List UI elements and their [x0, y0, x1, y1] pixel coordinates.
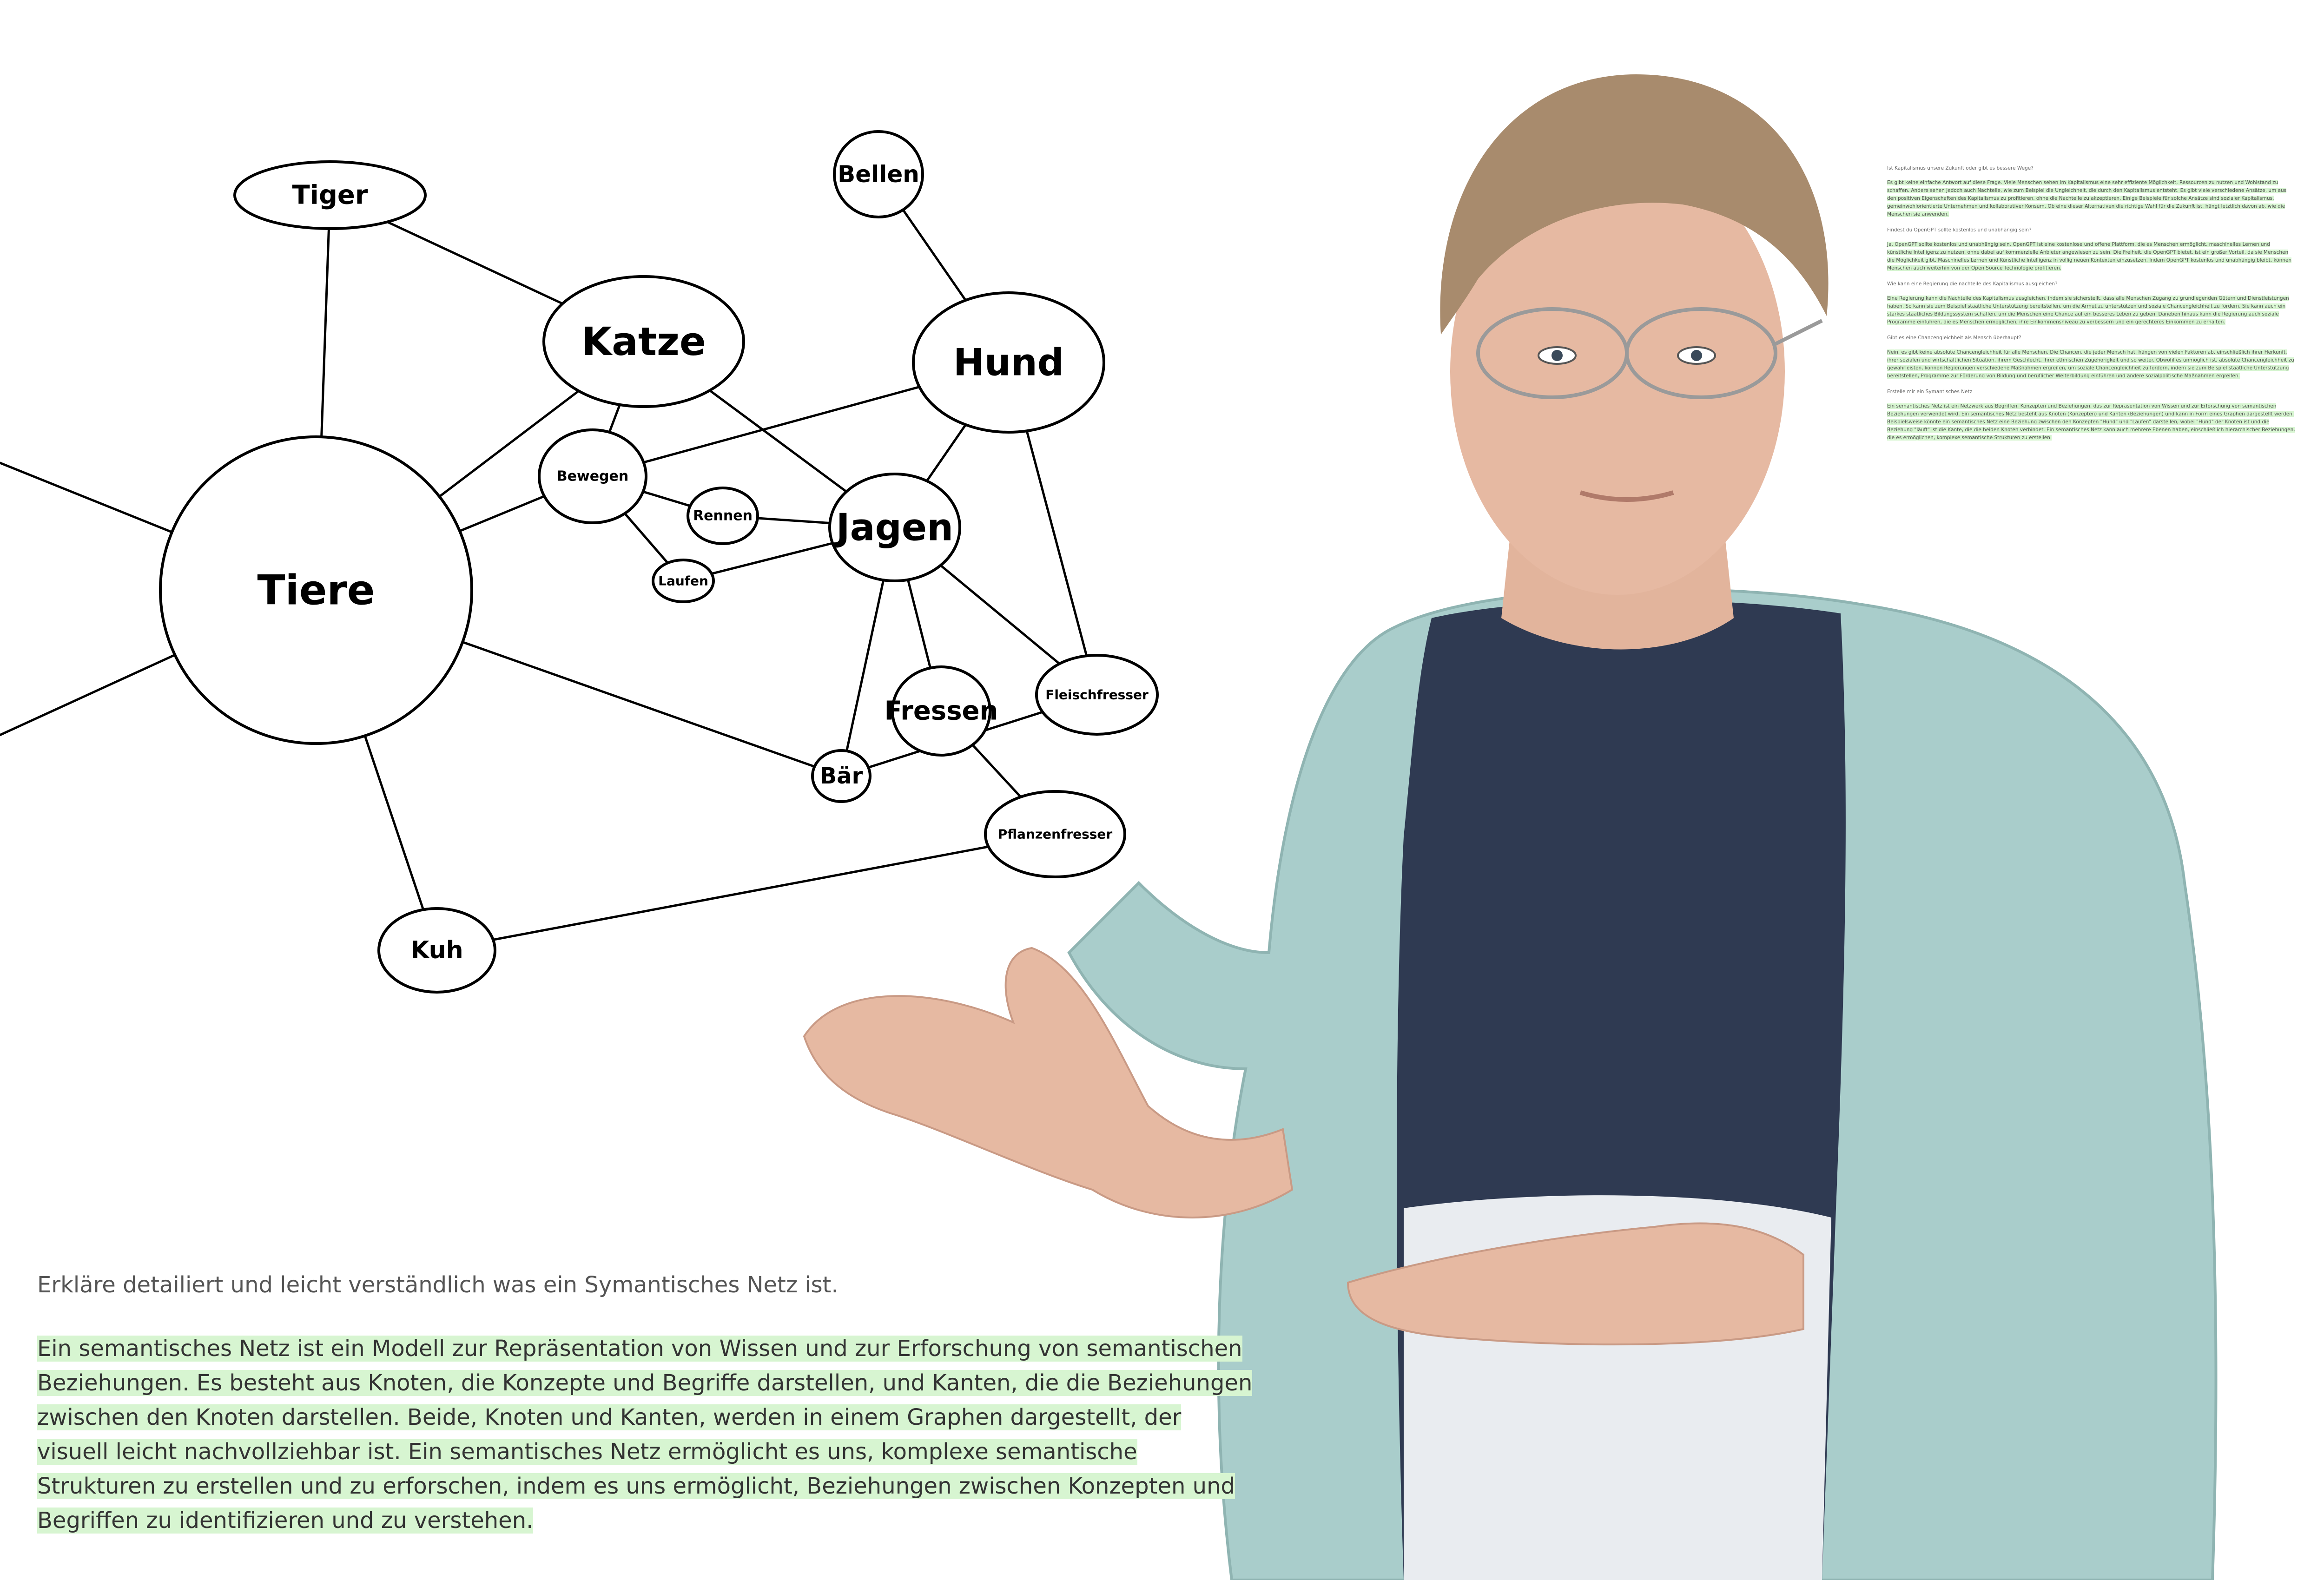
node-ellipse-pflanzenfresser	[984, 790, 1126, 878]
chat-answer-1: Es gibt keine einfache Antwort auf diese…	[1887, 180, 2287, 217]
node-label-fleischfresser: Fleischfresser	[1045, 687, 1149, 703]
node-bewegen: Bewegen	[538, 428, 647, 524]
node-ellipse-tiger	[233, 160, 427, 230]
node-ellipse-baer	[811, 749, 872, 803]
node-kuh: Kuh	[377, 907, 496, 994]
edge-kuh-pflanzenfresser	[436, 833, 1056, 952]
node-label-baer: Bär	[820, 763, 863, 789]
node-pflanzenfresser: Pflanzenfresser	[984, 790, 1126, 878]
node-ellipse-katze	[542, 275, 745, 408]
node-tiere: Tiere	[159, 435, 473, 745]
node-rennen: Rennen	[687, 487, 759, 545]
right-hand	[1347, 1222, 1804, 1346]
node-label-hund: Hund	[953, 341, 1064, 384]
node-fleischfresser: Fleischfresser	[1035, 654, 1159, 736]
node-label-katze: Katze	[581, 319, 706, 364]
mouth	[1579, 490, 1674, 502]
node-label-fressen: Fressen	[885, 696, 998, 726]
chat-question-1: Ist Kapitalismus unsere Zukunft oder gib…	[1887, 165, 2034, 171]
node-label-rennen: Rennen	[693, 508, 753, 524]
node-baer: Bär	[811, 749, 872, 803]
chat-answer-4: Nein, es gibt keine absolute Chancenglei…	[1887, 349, 2294, 379]
chat-question-4: Gibt es eine Chancengleichheit als Mensc…	[1887, 335, 2021, 341]
node-label-bellen: Bellen	[838, 161, 919, 188]
node-label-tiere: Tiere	[257, 566, 375, 614]
node-tiger: Tiger	[233, 160, 427, 230]
chat-question-2: Findest du OpenGPT sollte kostenlos und …	[1887, 227, 2032, 233]
node-ellipse-laufen	[652, 559, 715, 603]
node-ellipse-kuh	[377, 907, 496, 994]
node-fressen: Fressen	[885, 665, 998, 757]
chat-question-5: Erstelle mir ein Symantisches Netz	[1887, 389, 1973, 395]
node-ellipse-rennen	[687, 487, 759, 545]
chat-question-3: Wie kann eine Regierung die nachteile de…	[1887, 281, 2058, 287]
node-ellipse-fressen	[891, 665, 991, 757]
node-label-laufen: Laufen	[658, 573, 708, 589]
node-ellipse-bellen	[833, 130, 924, 218]
node-laufen: Laufen	[652, 559, 715, 603]
node-hund: Hund	[912, 291, 1105, 434]
node-label-tiger: Tiger	[292, 180, 368, 211]
chat-question-main: Erkläre detailiert und leicht verständli…	[37, 1272, 838, 1298]
chat-main: Erkläre detailiert und leicht verständli…	[37, 1271, 1255, 1538]
node-ellipse-jagen	[828, 473, 961, 582]
node-label-pflanzenfresser: Pflanzenfresser	[998, 827, 1113, 842]
chat-transcript-small: Ist Kapitalismus unsere Zukunft oder gib…	[1887, 165, 2296, 450]
node-ellipse-hund	[912, 291, 1105, 434]
hair	[1440, 74, 1829, 335]
highlighted-answer: Ein semantisches Netz ist ein Modell zur…	[37, 1336, 1253, 1534]
node-ellipse-bewegen	[538, 428, 647, 524]
chat-answer-main: Ein semantisches Netz ist ein Modell zur…	[37, 1331, 1255, 1538]
node-label-bewegen: Bewegen	[557, 468, 628, 485]
node-katze: Katze	[542, 275, 745, 408]
node-ellipse-tiere	[159, 435, 473, 745]
node-jagen: Jagen	[828, 473, 961, 582]
glasses	[1476, 307, 1823, 399]
person-photo	[803, 74, 2218, 1580]
node-label-jagen: Jagen	[834, 506, 953, 549]
node-bellen: Bellen	[833, 130, 924, 218]
chat-answer-5: Ein semantisches Netz ist ein Netzwerk a…	[1887, 403, 2295, 441]
left-hand	[803, 947, 1294, 1218]
chat-answer-3: Eine Regierung kann die Nachteile des Ka…	[1887, 296, 2289, 325]
node-ellipse-fleischfresser	[1035, 654, 1159, 736]
node-label-kuh: Kuh	[410, 936, 463, 964]
chat-answer-2: Ja, OpenGPT sollte kostenlos und unabhän…	[1887, 242, 2291, 271]
